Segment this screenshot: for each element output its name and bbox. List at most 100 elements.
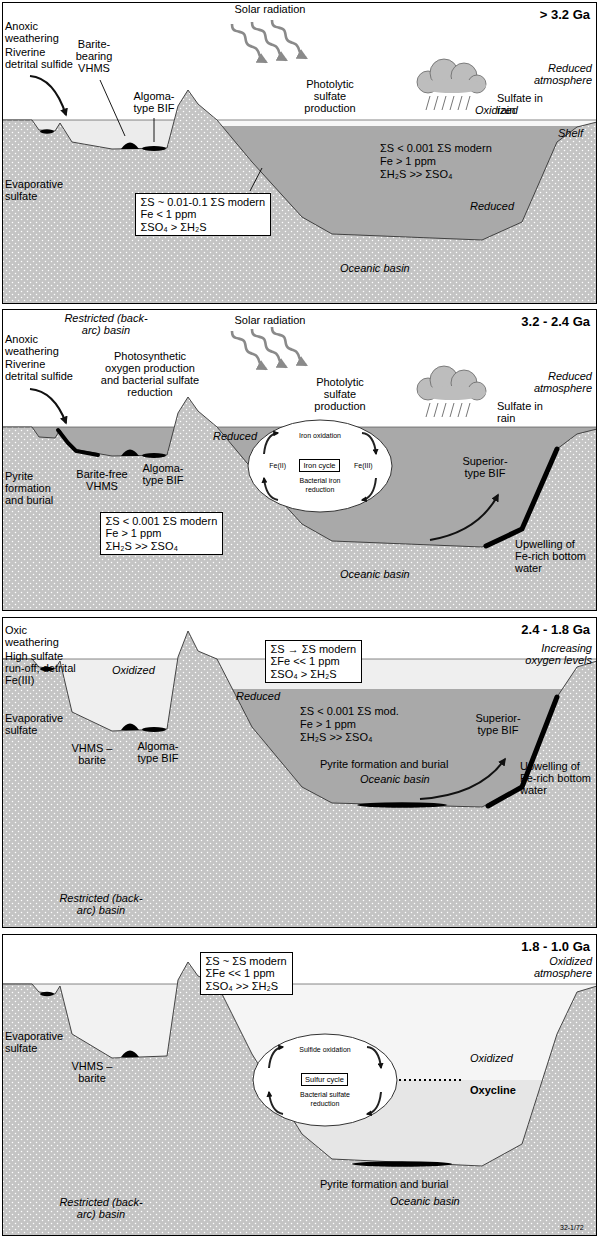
annotation: Increasing oxygen levels xyxy=(512,642,592,666)
cloud xyxy=(418,79,486,93)
crust xyxy=(2,631,597,928)
annotation: Barite-bearing VHMS xyxy=(62,38,126,74)
annotation: Evaporative sulfate xyxy=(5,712,75,736)
label-box: Evaporative sulfate xyxy=(5,178,75,202)
rain-streak xyxy=(434,96,438,110)
rain-streak xyxy=(466,403,470,417)
box-line: ΣS < 0.001 ΣS modern xyxy=(106,515,218,528)
time-panel: 3.2 - 2.4 Ga ΣS < 0.001 ΣS modernFe > 1 p… xyxy=(2,309,597,611)
annotation: Oceanic basin xyxy=(340,262,440,274)
label-box: Barite-free VHMS xyxy=(72,468,132,492)
crust xyxy=(2,962,597,1236)
annotation: Restricted (back-arc) basin xyxy=(60,312,152,336)
cycle-ground xyxy=(253,1034,397,1126)
box-line: Iron cycle xyxy=(303,461,335,470)
age-heading: 1.8 - 1.0 Ga xyxy=(521,939,590,954)
annotation: Evaporative sulfate xyxy=(5,178,75,202)
annotation: Sulfide oxidation xyxy=(290,1046,360,1055)
label-box: Oxidized atmosphere xyxy=(512,955,592,979)
annotation: Solar radiation xyxy=(220,314,320,326)
annotation: Restricted (back-arc) basin xyxy=(55,892,147,916)
annotation: Oxidized xyxy=(475,104,535,116)
annotation: Oxidized atmosphere xyxy=(512,955,592,979)
cycle-arrow xyxy=(367,1047,381,1068)
label-box: Riverine detrital sulfide xyxy=(5,358,77,382)
annotation: Anoxic weathering xyxy=(5,333,75,357)
label-box: Shelf xyxy=(558,127,592,139)
label-box: Oceanic basin xyxy=(360,773,460,785)
annotation: Fe > 1 ppm xyxy=(300,718,450,730)
vhms-mound xyxy=(121,1051,139,1058)
box-line: Sulfur cycle xyxy=(305,1075,344,1084)
rain-streak xyxy=(458,96,462,110)
annotation: ΣH₂S >> ΣSO₄ xyxy=(380,168,530,180)
annotation: Photolytic sulfate production xyxy=(290,78,370,114)
annotation: Riverine detrital sulfide xyxy=(5,46,77,70)
label-box: ΣS < 0.001 ΣS modern xyxy=(380,142,530,154)
box-line: ΣH₂S >> ΣSO₄ xyxy=(106,540,218,553)
label-box: Oceanic basin xyxy=(390,1195,490,1207)
annotation: Pyrite formation and burial xyxy=(5,470,65,506)
algoma-bif xyxy=(142,453,166,458)
annotation: Riverine detrital sulfide xyxy=(5,358,77,382)
annotation: Oceanic basin xyxy=(340,568,440,580)
label-box: Photolytic sulfate production xyxy=(300,376,380,412)
annotation: Superior-type BIF xyxy=(470,712,526,736)
annotation: Photolytic sulfate production xyxy=(300,376,380,412)
label-box: Oxycline xyxy=(470,1084,530,1096)
panel-scene xyxy=(2,962,597,1236)
sea-surface xyxy=(2,984,597,985)
rain-streak xyxy=(426,403,430,417)
annotation: Upwelling of Fe-rich bottom water xyxy=(515,538,587,574)
annotation: Shelf xyxy=(558,127,592,139)
cycle-box: Iron cycle xyxy=(299,459,339,472)
cloud xyxy=(418,386,486,400)
label-box: Barite-bearing VHMS xyxy=(62,38,126,74)
box-line: ΣS → ΣS modern xyxy=(271,643,357,656)
label-box: Reduced xyxy=(470,200,530,212)
box-line: Fe > 1 ppm xyxy=(106,527,218,540)
annotation: Iron oxidation xyxy=(285,432,355,441)
label-box: Restricted (back-arc) basin xyxy=(55,892,147,916)
rain-streak xyxy=(450,403,454,417)
chemistry-box: ΣS → ΣS modernΣFe << 1 ppmΣSO₄ > ΣH₂S xyxy=(265,640,363,684)
leader-line xyxy=(100,80,125,136)
annotation: Reduced xyxy=(470,200,530,212)
label-box: ΣH₂S >> ΣSO₄ xyxy=(300,731,450,743)
label-box: Evaporative sulfate xyxy=(5,712,75,736)
annotation: Upwelling of Fe-rich bottom water xyxy=(520,760,592,796)
cycle-arrow xyxy=(362,478,376,500)
age-label: 1.8 - 1.0 Ga xyxy=(521,939,590,954)
age-heading: 3.2 - 2.4 Ga xyxy=(521,314,590,329)
vhms-mound xyxy=(121,724,139,731)
label-box: Reduced xyxy=(213,430,263,442)
annotation: Fe(III) xyxy=(354,462,388,471)
crust xyxy=(2,90,597,304)
label-box: VHMS – barite xyxy=(62,742,122,766)
annotation: Oceanic basin xyxy=(360,773,460,785)
label-box: Reduced atmosphere xyxy=(512,370,592,394)
annotation: Fe > 1 ppm xyxy=(380,155,530,167)
annotation: ΣS < 0.001 ΣS mod. xyxy=(300,705,450,717)
upwelling-arrow xyxy=(430,495,498,540)
box-line: ΣS ~ ΣS modern xyxy=(206,955,287,968)
age-heading: > 3.2 Ga xyxy=(540,7,590,22)
label-box: Sulfate in rain xyxy=(497,400,543,424)
panel-scene xyxy=(2,327,597,611)
age-label: 2.4 - 1.8 Ga xyxy=(521,622,590,637)
annotation: Oxidized xyxy=(112,664,162,676)
label-box: Fe > 1 ppm xyxy=(300,718,450,730)
label-box: Algoma-type BIF xyxy=(135,462,191,486)
rain-streak xyxy=(442,403,446,417)
annotation: Oxic weathering xyxy=(5,624,75,648)
cycle-box: Sulfur cycle xyxy=(301,1073,348,1086)
annotation: Reduced atmosphere xyxy=(512,370,592,394)
label-box: Sulfide oxidation xyxy=(290,1046,360,1055)
label-box: Restricted (back-arc) basin xyxy=(55,1196,147,1220)
age-label: > 3.2 Ga xyxy=(540,7,590,22)
label-box: Reduced atmosphere xyxy=(512,62,592,86)
label-box: Pyrite formation and burial xyxy=(5,470,65,506)
annotation: Restricted (back-arc) basin xyxy=(55,1196,147,1220)
